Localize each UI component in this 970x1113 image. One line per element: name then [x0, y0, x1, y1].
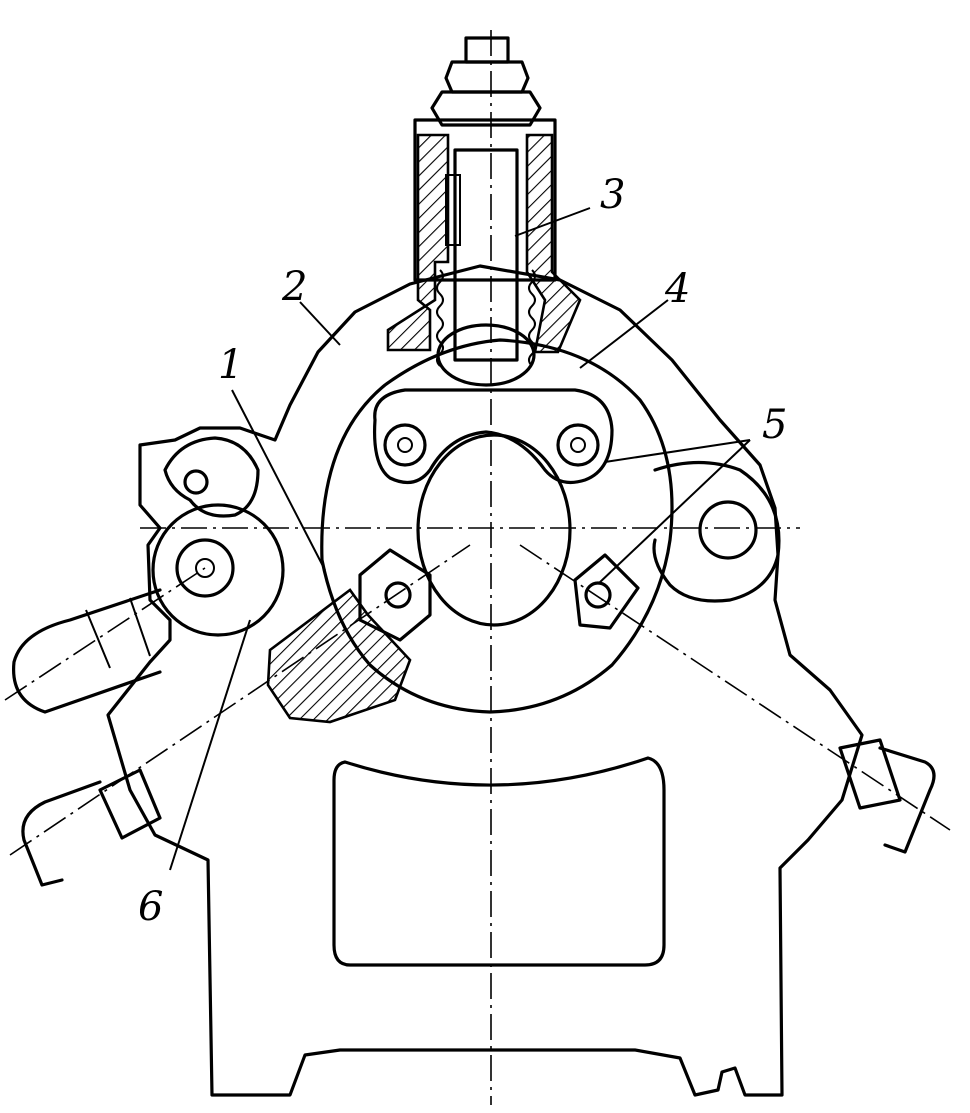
leader-line-3: [514, 207, 591, 237]
plunger-housing-outer: [413, 118, 557, 282]
right-jaw-block: [573, 553, 640, 630]
plunger-key: [445, 174, 461, 246]
part-label-6: 6: [138, 884, 163, 930]
part-label-5: 5: [762, 402, 787, 448]
thread-stud: [464, 36, 510, 64]
left-lever-hub: [175, 538, 235, 598]
housing-window: [332, 756, 666, 967]
part-label-1: 1: [218, 342, 243, 388]
diagonal-centerline-left: [9, 544, 471, 856]
leader-line-2: [299, 301, 341, 346]
leader-line-5b: [597, 439, 751, 585]
right-lug-hole: [698, 500, 758, 560]
leader-line-4: [579, 299, 669, 369]
cam-pin-left: [383, 423, 427, 467]
left-handle: [11, 588, 162, 714]
lock-nut: [430, 90, 542, 127]
plunger-housing-left-wall: [386, 133, 450, 352]
right-adjust-bolt: [838, 738, 936, 854]
left-lever-hub-outer: [151, 503, 285, 637]
left-jaw-hatched: [266, 588, 412, 724]
leader-line-5a: [604, 439, 751, 463]
plunger-ball: [436, 323, 536, 387]
left-lever-hook: [163, 436, 260, 518]
left-lever-small-pin: [183, 469, 209, 495]
part-label-3: 3: [600, 172, 625, 218]
central-workpiece: [416, 433, 572, 627]
part-label-4: 4: [664, 266, 690, 312]
diagonal-centerline-right: [519, 544, 951, 831]
left-handle-collar: [85, 597, 151, 669]
left-lever-hub-pin: [195, 558, 215, 578]
right-jaw-pin: [584, 581, 612, 609]
plunger-rod: [453, 148, 519, 362]
top-nut: [444, 60, 530, 94]
leader-line-6: [169, 619, 251, 871]
cam-plate: [372, 388, 614, 485]
left-jaw-pin: [384, 581, 412, 609]
leader-line-1: [231, 389, 326, 571]
cam-pin-right: [556, 423, 600, 467]
left-adjust-bolt: [21, 768, 162, 887]
right-lug: [652, 460, 781, 603]
housing-body: [106, 264, 864, 1097]
part-label-2: 2: [281, 264, 307, 310]
